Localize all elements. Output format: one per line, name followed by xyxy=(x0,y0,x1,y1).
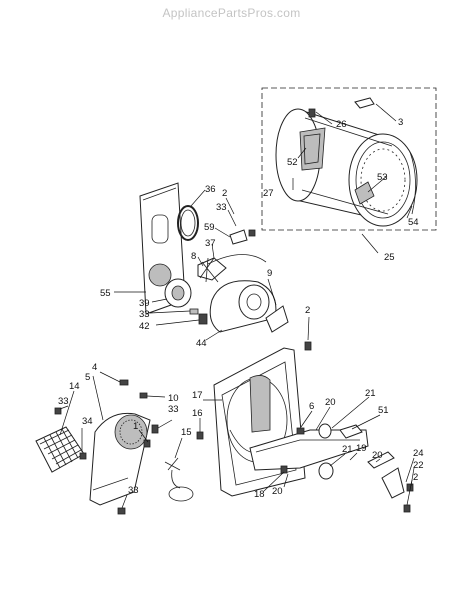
screw[interactable] xyxy=(196,431,204,440)
callout-15: 15 xyxy=(181,427,192,438)
screw[interactable] xyxy=(280,465,288,474)
callout-4: 4 xyxy=(92,362,97,373)
callout-33: 33 xyxy=(58,396,69,407)
callout-44: 44 xyxy=(196,338,207,349)
drum-roller[interactable] xyxy=(318,423,332,439)
callout-3: 3 xyxy=(398,117,403,128)
callout-1: 1 xyxy=(133,421,138,432)
callout-25: 25 xyxy=(384,252,395,263)
callout-16: 16 xyxy=(192,408,203,419)
screw[interactable] xyxy=(248,229,256,237)
terminal[interactable] xyxy=(143,439,151,448)
callout-33: 33 xyxy=(168,404,179,415)
blower-wheel[interactable] xyxy=(265,305,289,333)
screw[interactable] xyxy=(119,379,129,386)
callout-54: 54 xyxy=(408,217,419,228)
callout-20: 20 xyxy=(325,397,336,408)
wire-harness[interactable] xyxy=(164,457,194,502)
lint-filter[interactable] xyxy=(35,426,85,473)
rear-panel-assembly: 17 16 6 20 21 51 21 19 20 24 22 2 18 20 xyxy=(192,347,424,513)
callout-33: 33 xyxy=(139,309,150,320)
drum-baffle[interactable] xyxy=(299,127,326,171)
screw[interactable] xyxy=(79,452,87,460)
callout-26: 26 xyxy=(336,119,347,130)
callout-33: 33 xyxy=(128,485,139,496)
watermark: AppliancePartsPros.com xyxy=(162,6,301,20)
heater-duct[interactable] xyxy=(249,375,271,433)
callout-37: 37 xyxy=(205,238,216,249)
callout-52: 52 xyxy=(287,157,298,168)
drum-roller[interactable] xyxy=(318,462,334,480)
clamp[interactable] xyxy=(198,313,208,325)
motor-blower-assembly: 36 2 33 59 37 8 9 55 39 33 42 44 2 xyxy=(100,182,312,351)
callout-33: 33 xyxy=(216,202,227,213)
drum-screw[interactable] xyxy=(308,108,316,118)
callout-2: 2 xyxy=(222,188,227,199)
callout-5: 5 xyxy=(85,372,90,383)
callout-27: 27 xyxy=(263,188,274,199)
callout-17: 17 xyxy=(192,390,203,401)
screw[interactable] xyxy=(139,392,148,399)
callout-10: 10 xyxy=(168,393,179,404)
callout-24: 24 xyxy=(413,448,424,459)
idler-arm[interactable] xyxy=(381,467,405,499)
callout-34: 34 xyxy=(82,416,93,427)
bulkhead-port xyxy=(148,263,172,287)
seal-ring[interactable] xyxy=(177,205,199,241)
callout-55: 55 xyxy=(100,288,111,299)
screw[interactable] xyxy=(189,308,199,315)
motor-bracket[interactable] xyxy=(229,229,248,245)
lint-duct-assembly: 4 5 10 14 33 34 33 1 33 xyxy=(35,362,179,515)
callout-51: 51 xyxy=(378,405,389,416)
callout-20: 20 xyxy=(272,486,283,497)
drum-seal-piece[interactable] xyxy=(354,181,375,205)
screw[interactable] xyxy=(54,407,62,415)
callout-2: 2 xyxy=(413,472,418,483)
callout-36: 36 xyxy=(205,184,216,195)
drive-belt[interactable] xyxy=(207,254,267,265)
screw[interactable] xyxy=(296,427,305,435)
callout-21: 21 xyxy=(342,444,353,455)
drum-clip[interactable] xyxy=(354,97,375,109)
callout-18: 18 xyxy=(254,489,265,500)
callout-20: 20 xyxy=(372,450,383,461)
drum-group-box xyxy=(261,87,437,231)
spring[interactable] xyxy=(367,451,395,469)
roller-axle[interactable] xyxy=(339,424,363,439)
callout-2: 2 xyxy=(305,305,310,316)
callout-8: 8 xyxy=(191,251,196,262)
drum-assembly: 3 26 52 27 53 54 25 xyxy=(261,87,437,263)
thermal-fuse[interactable] xyxy=(151,424,159,434)
screw[interactable] xyxy=(403,504,411,513)
callout-9: 9 xyxy=(267,268,272,279)
idler-pulley[interactable] xyxy=(197,257,227,281)
callout-6: 6 xyxy=(309,401,314,412)
screw[interactable] xyxy=(304,341,312,351)
callout-21: 21 xyxy=(365,388,376,399)
callout-22: 22 xyxy=(413,460,424,471)
callout-59: 59 xyxy=(204,222,215,233)
callout-53: 53 xyxy=(377,172,388,183)
screw[interactable] xyxy=(117,507,126,515)
callout-19: 19 xyxy=(356,443,367,454)
callout-39: 39 xyxy=(139,298,150,309)
callout-42: 42 xyxy=(139,321,150,332)
callout-14: 14 xyxy=(69,381,80,392)
